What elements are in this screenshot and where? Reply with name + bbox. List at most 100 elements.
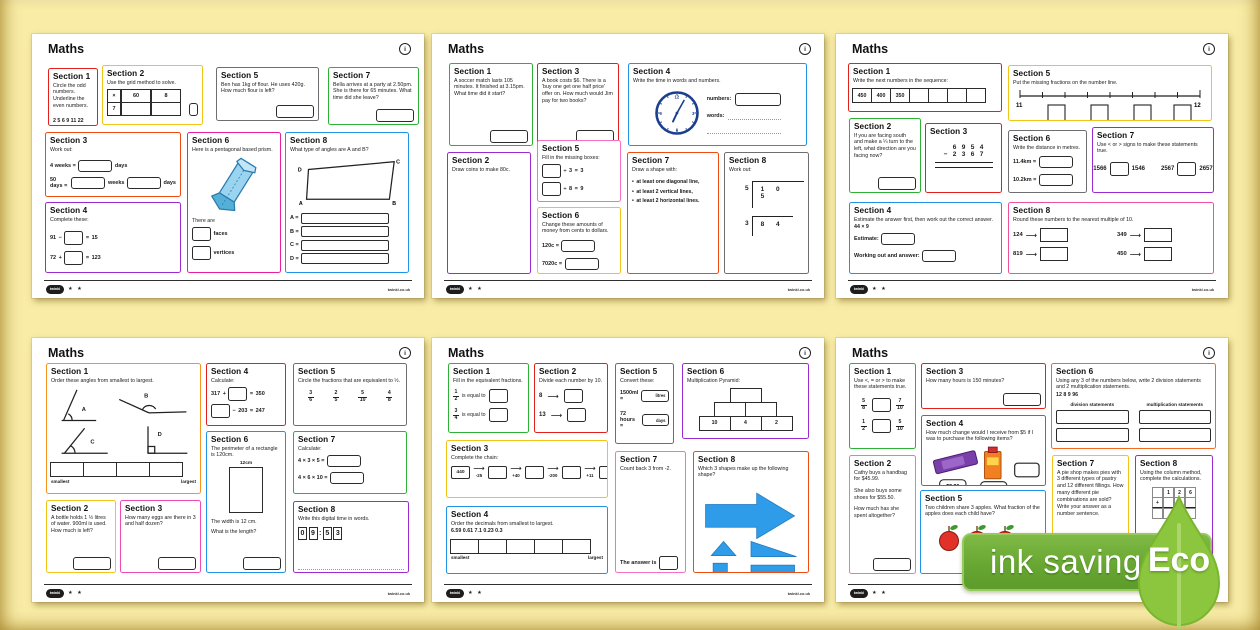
divisor: 3 xyxy=(745,220,749,228)
answer-box xyxy=(745,401,777,417)
section-label: Section 7 xyxy=(333,70,371,80)
section-text: Circle the odd numbers. Underline the ev… xyxy=(53,82,89,110)
equation-token: 8 xyxy=(569,186,573,193)
section-label: Section 6 xyxy=(1056,366,1094,376)
section-label: Section 1 xyxy=(51,366,89,376)
section-text: How much has she spent altogether? xyxy=(854,506,900,520)
footer-divider xyxy=(44,280,412,281)
svg-text:A: A xyxy=(299,202,303,208)
section-text: 12 8 9 96 xyxy=(1056,391,1079,398)
section-text: Complete these: xyxy=(50,216,89,223)
dividend: 8 4 xyxy=(751,216,793,237)
sequence-cell xyxy=(928,88,948,104)
answer-box xyxy=(922,249,957,262)
equation-token: vertices xyxy=(213,249,235,256)
rating-stars: ★ ★ xyxy=(68,286,84,293)
section-text: The width is 12 cm. xyxy=(211,518,257,525)
section-label: Section 3 xyxy=(926,366,964,376)
equation-token: D = xyxy=(290,255,299,262)
divisor: 5 xyxy=(745,185,749,193)
equation-token: 3 xyxy=(569,167,573,174)
section-label: Section 4 xyxy=(633,66,671,76)
answer-box xyxy=(1138,410,1211,425)
answer-box xyxy=(228,386,248,401)
section-text: Draw a shape with: xyxy=(632,166,678,173)
number-chain: 440⟶-25⟶+40⟶-200⟶+11 xyxy=(451,464,607,480)
answer-box xyxy=(149,462,183,478)
equation-token: days xyxy=(114,162,128,169)
info-icon[interactable]: i xyxy=(399,347,411,359)
section-label: Section 5 xyxy=(925,493,963,503)
rating-stars: ★ ★ xyxy=(468,590,484,597)
answer-area xyxy=(454,129,528,143)
answer-box xyxy=(1109,162,1129,177)
section-text: Estimate the answer first, then work out… xyxy=(854,216,993,223)
twinkl-logo-icon: twinkl xyxy=(446,285,464,294)
grid-cell: 7 xyxy=(106,102,122,117)
grid-cell: 8 xyxy=(150,89,182,104)
equation-row: C = xyxy=(290,239,404,251)
equation-token: = xyxy=(85,234,90,241)
arrow-icon: ⟶ xyxy=(1025,230,1038,240)
footer-brand: twinkl★ ★ xyxy=(46,589,83,598)
section-label: Section 3 xyxy=(125,503,163,513)
chain-start: 440 xyxy=(451,466,470,480)
grid-cell xyxy=(120,102,152,117)
sequence-cell xyxy=(966,88,986,104)
arrow-icon: ⟶ xyxy=(510,464,522,474)
info-icon[interactable]: i xyxy=(799,43,811,55)
divide-row: 8⟶ xyxy=(539,389,603,404)
equation-row: 11.4km = xyxy=(1013,155,1082,168)
section-label: Section 2 xyxy=(452,155,490,165)
equation-token: Working out and answer: xyxy=(854,252,920,259)
answer-box xyxy=(211,404,230,419)
section-text: Fill in the missing boxes: xyxy=(542,154,600,161)
equation-token: 123 xyxy=(91,255,101,262)
footer-brand: twinkl★ ★ xyxy=(446,285,483,294)
twinkl-logo-icon: twinkl xyxy=(446,589,464,598)
section-text: The perimeter of a rectangle is 120cm. xyxy=(211,445,278,459)
info-icon[interactable]: i xyxy=(1203,347,1215,359)
info-icon[interactable]: i xyxy=(799,347,811,359)
equation-row: −203=247 xyxy=(211,404,281,419)
answer-area xyxy=(125,556,196,570)
equation-row: 7020c = xyxy=(542,258,616,271)
answer-box xyxy=(561,239,596,252)
info-icon[interactable]: i xyxy=(1203,43,1215,55)
section-label: Section 1 xyxy=(53,71,91,81)
info-icon[interactable]: i xyxy=(399,43,411,55)
answer-box xyxy=(64,251,84,266)
svg-text:6: 6 xyxy=(676,128,679,133)
section-text: Write the distance in metres. xyxy=(1013,144,1081,151)
arrow-icon: ⟶ xyxy=(584,464,596,474)
equation-token: − xyxy=(58,234,62,241)
answer-area xyxy=(211,556,281,570)
section-text: Which 3 shapes make up the following sha… xyxy=(698,465,789,479)
answer-box xyxy=(192,245,211,260)
prism-figure xyxy=(192,155,276,217)
answer-box xyxy=(1177,162,1197,177)
twinkl-logo-icon: twinkl xyxy=(46,285,64,294)
section-text: Two children share 3 apples. What fracti… xyxy=(925,504,1040,518)
section-label: Section 7 xyxy=(620,454,658,464)
section-label: Section 5 xyxy=(298,366,336,376)
answer-box xyxy=(490,129,528,143)
section-label: Section 1 xyxy=(853,66,891,76)
